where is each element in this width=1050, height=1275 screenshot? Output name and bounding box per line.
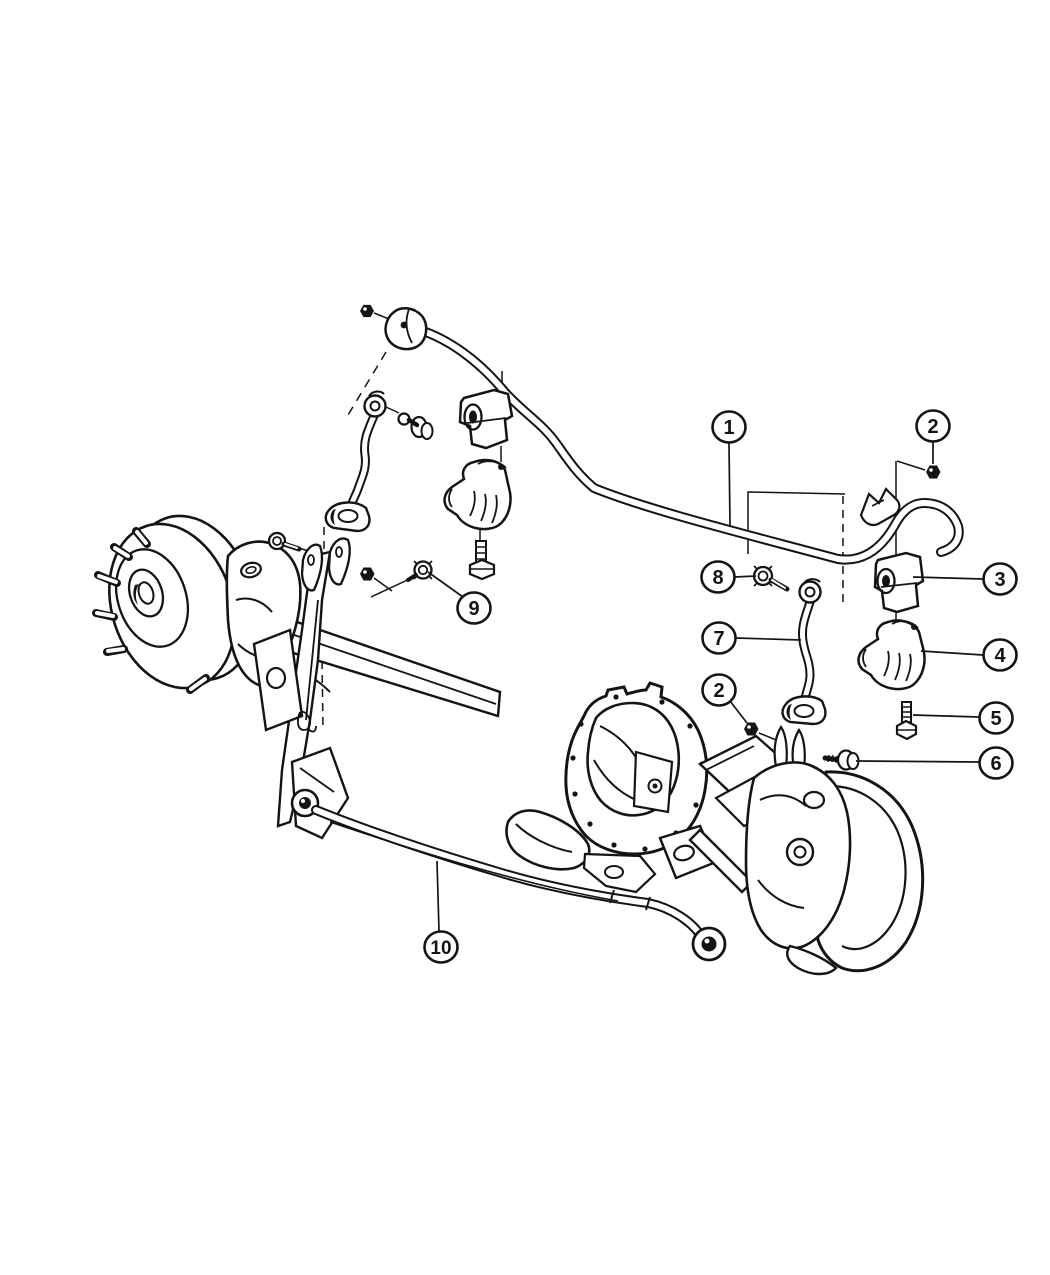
callout-4-balloon xyxy=(982,638,1018,672)
callout-1-balloon xyxy=(711,410,747,444)
callout-7-number: 7 xyxy=(713,628,724,650)
callout-1-number: 1 xyxy=(723,417,734,439)
callout-2-upper-number: 2 xyxy=(927,416,938,438)
callout-8-balloon xyxy=(700,560,736,594)
callout-2-lower[interactable]: 2 xyxy=(701,673,748,724)
bushing-clamp-right xyxy=(873,551,925,614)
link-bolt-8 xyxy=(752,565,790,592)
nut-2-lower xyxy=(744,722,759,736)
wheel-studs xyxy=(92,527,210,694)
callout-8[interactable]: 8 xyxy=(700,560,757,594)
nut-upper-left xyxy=(360,304,374,318)
callout-8-number: 8 xyxy=(712,567,723,589)
callout-10-balloon xyxy=(423,930,459,964)
axle-assembly xyxy=(92,514,925,976)
callout-9-number: 9 xyxy=(468,598,479,620)
stabilizer-bar xyxy=(384,307,964,565)
nut-2-upper xyxy=(926,465,941,479)
callout-3-number: 3 xyxy=(994,569,1005,591)
link-stud xyxy=(791,727,806,770)
callout-2-lower-number: 2 xyxy=(713,680,724,702)
callout-2-lower-balloon xyxy=(701,673,737,707)
suspension-bracket xyxy=(252,537,351,828)
clamp-bolt-6 xyxy=(822,749,860,771)
callout-4-number: 4 xyxy=(994,645,1006,667)
link-bolt-washers-left xyxy=(397,412,434,440)
differential-housing xyxy=(505,681,754,894)
callout-3[interactable]: 3 xyxy=(912,562,1018,596)
callout-7[interactable]: 7 xyxy=(701,621,802,655)
callout-5-number: 5 xyxy=(990,708,1001,730)
stabilizer-bar-end-eye xyxy=(384,307,428,351)
callout-9[interactable]: 9 xyxy=(427,571,492,625)
callout-2-upper[interactable]: 2 xyxy=(915,409,951,465)
callout-1[interactable]: 1 xyxy=(711,410,747,527)
callout-4[interactable]: 4 xyxy=(920,638,1018,672)
callout-3-balloon xyxy=(982,562,1018,596)
callout-2-upper-balloon xyxy=(915,409,951,443)
stabilizer-link-left-group xyxy=(267,304,514,582)
callout-7-balloon xyxy=(701,621,737,655)
callout-6[interactable]: 6 xyxy=(855,746,1014,780)
callout-5[interactable]: 5 xyxy=(912,701,1014,735)
callout-10[interactable]: 10 xyxy=(423,860,459,964)
bar-end-bracket xyxy=(859,487,901,527)
bracket-bolt-a xyxy=(267,531,302,552)
callout-5-balloon xyxy=(978,701,1014,735)
bushing-retainer-right xyxy=(857,619,926,691)
link-stud xyxy=(773,724,788,768)
callout-6-balloon xyxy=(978,746,1014,780)
bracket-bolt-c xyxy=(406,560,433,582)
callout-6-number: 6 xyxy=(990,753,1001,775)
brake-rotor-hub-left xyxy=(92,514,256,694)
callout-10-number: 10 xyxy=(430,938,451,959)
callout-9-balloon xyxy=(456,591,492,625)
retainer-bolt-right xyxy=(895,701,918,741)
track-bar xyxy=(290,788,727,962)
stabilizer-link-left xyxy=(324,390,387,533)
stabilizer-link-right-group xyxy=(744,465,941,771)
bushing-clamp-left xyxy=(458,388,514,450)
bracket-nut-b xyxy=(360,567,375,581)
retainer-bolt-left xyxy=(468,540,496,581)
bushing-retainer-left xyxy=(443,458,512,531)
stabilizer-link-right xyxy=(781,578,827,726)
knuckle-dust-shield-right xyxy=(744,761,925,976)
callouts-layer: 1 2 3 4 5 6 7 8 2 9 10 xyxy=(423,409,1018,964)
